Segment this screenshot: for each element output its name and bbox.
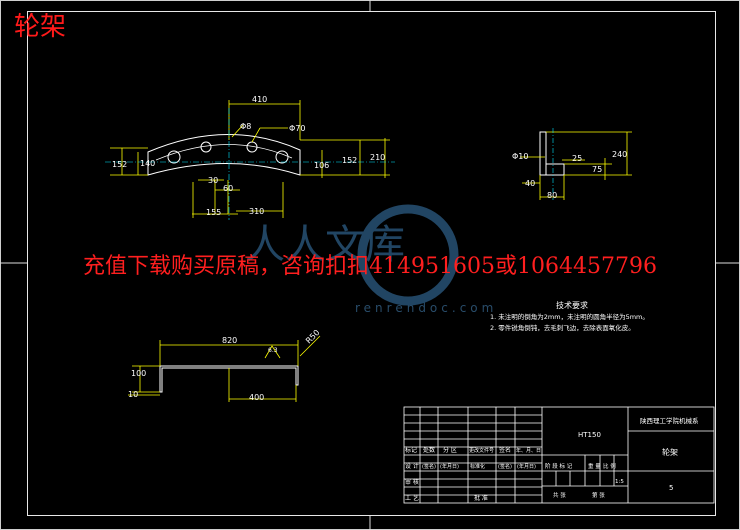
- dim-top-width: 410: [252, 95, 267, 104]
- bottom-profile: [159, 365, 299, 393]
- tech-req-title: 技术要求: [556, 300, 588, 310]
- dim-side-left-off: 40: [525, 179, 535, 188]
- dim-right-overall: 210: [370, 153, 385, 162]
- dim-side-hole: Φ10: [512, 152, 528, 161]
- title-block: [403, 406, 715, 504]
- dim-segment: 400: [249, 393, 264, 402]
- row-label-0: 标记: [405, 446, 417, 454]
- dim-left-inner: 140: [140, 159, 155, 168]
- sheet-number: 5: [669, 484, 673, 492]
- title-block-text: HT150 陕西理工学院机械系 轮架 5 1:5 标记 处数 分 区 更改文件号…: [405, 416, 699, 502]
- row-design: 设 计: [405, 462, 419, 470]
- bottom-view-dims: 820 100 10 400 6.3 R50: [128, 328, 322, 402]
- dim-bottom-right: 310: [249, 207, 264, 216]
- tech-req-item-2: 2. 零件锐角倒钝，去毛刺飞边，去除表面氧化皮。: [490, 323, 635, 332]
- front-view: [105, 100, 395, 220]
- renrendoc-logo: 人人文库 renrendoc.com: [245, 204, 497, 315]
- dim-side-width-top: 25: [572, 154, 582, 163]
- dim-side-height-part: 75: [592, 165, 602, 174]
- std-sign: (签名): [498, 463, 512, 470]
- logo-site: renrendoc.com: [355, 301, 497, 315]
- front-view-dims: 410 Φ8 Φ70 152 140 106 152 210 30 60 155…: [112, 95, 385, 217]
- roughness-symbol: 6.3: [268, 347, 278, 354]
- part-name: 轮架: [662, 447, 678, 457]
- row-label-5: 年、月、日: [516, 447, 541, 454]
- scale-value: 1:5: [615, 479, 624, 485]
- scale-label: 比 例: [603, 462, 616, 470]
- dim-side-height-total: 240: [612, 150, 627, 159]
- front-arch-inner: [155, 144, 293, 161]
- sign-cell-1: (签名): [422, 463, 436, 470]
- dim-left-outer: 152: [112, 160, 127, 169]
- row-review: 审 核: [405, 478, 419, 486]
- approve-label: 批 准: [474, 494, 488, 502]
- dim-thickness: 10: [128, 390, 138, 399]
- school-name: 陕西理工学院机械系: [640, 416, 699, 425]
- dim-length: 820: [222, 336, 237, 345]
- dim-bottom-left: 155: [206, 208, 221, 217]
- dim-right-inner: 106: [314, 161, 329, 170]
- sign-cell-2: (年月日): [440, 463, 459, 470]
- stage-label: 阶 段 标 记: [545, 462, 573, 470]
- weight-label: 重 量: [588, 462, 601, 470]
- drawing-frame: [27, 11, 716, 516]
- side-view-dims: Φ10 25 240 75 40 80: [512, 150, 627, 200]
- logo-chars: 人人文库: [245, 222, 405, 268]
- row-label-2: 分 区: [443, 446, 457, 454]
- std-label: 标准化: [470, 463, 485, 470]
- side-plate: [539, 131, 547, 176]
- std-date: (年月日): [517, 463, 536, 470]
- dim-right-outer: 152: [342, 156, 357, 165]
- tech-requirements: 技术要求 1. 未注明的倒角为2mm，未注明的圆角半径为5mm。 2. 零件锐角…: [490, 300, 649, 332]
- dim-hole-large: Φ70: [289, 124, 305, 133]
- dim-angle: R50: [304, 328, 322, 346]
- side-view: [520, 128, 632, 200]
- promo-watermark: 充值下载购买原稿，咨询扣扣414951605或1064457796: [83, 254, 657, 279]
- hole-right: [275, 150, 289, 164]
- hole-2: [200, 141, 212, 153]
- row-process: 工 艺: [405, 494, 419, 502]
- row-label-3: 更改文件号: [469, 447, 494, 454]
- tech-req-item-1: 1. 未注明的倒角为2mm，未注明的圆角半径为5mm。: [490, 312, 649, 321]
- dim-hole-small: Φ8: [240, 122, 251, 131]
- dim-height: 100: [131, 369, 146, 378]
- row-label-1: 处数: [423, 446, 435, 454]
- dim-side-bottom-w: 80: [547, 191, 557, 200]
- dim-gap-a: 30: [208, 176, 218, 185]
- row-label-4: 签名: [499, 446, 511, 454]
- bottom-view: [128, 335, 321, 402]
- sheet-index: 第 张: [592, 491, 605, 499]
- side-foot: [545, 163, 565, 176]
- corner-title: 轮架: [14, 12, 67, 42]
- material: HT150: [578, 431, 601, 439]
- hole-left: [167, 150, 181, 164]
- dim-gap-b: 60: [223, 184, 233, 193]
- sheet-total: 共 张: [553, 491, 566, 499]
